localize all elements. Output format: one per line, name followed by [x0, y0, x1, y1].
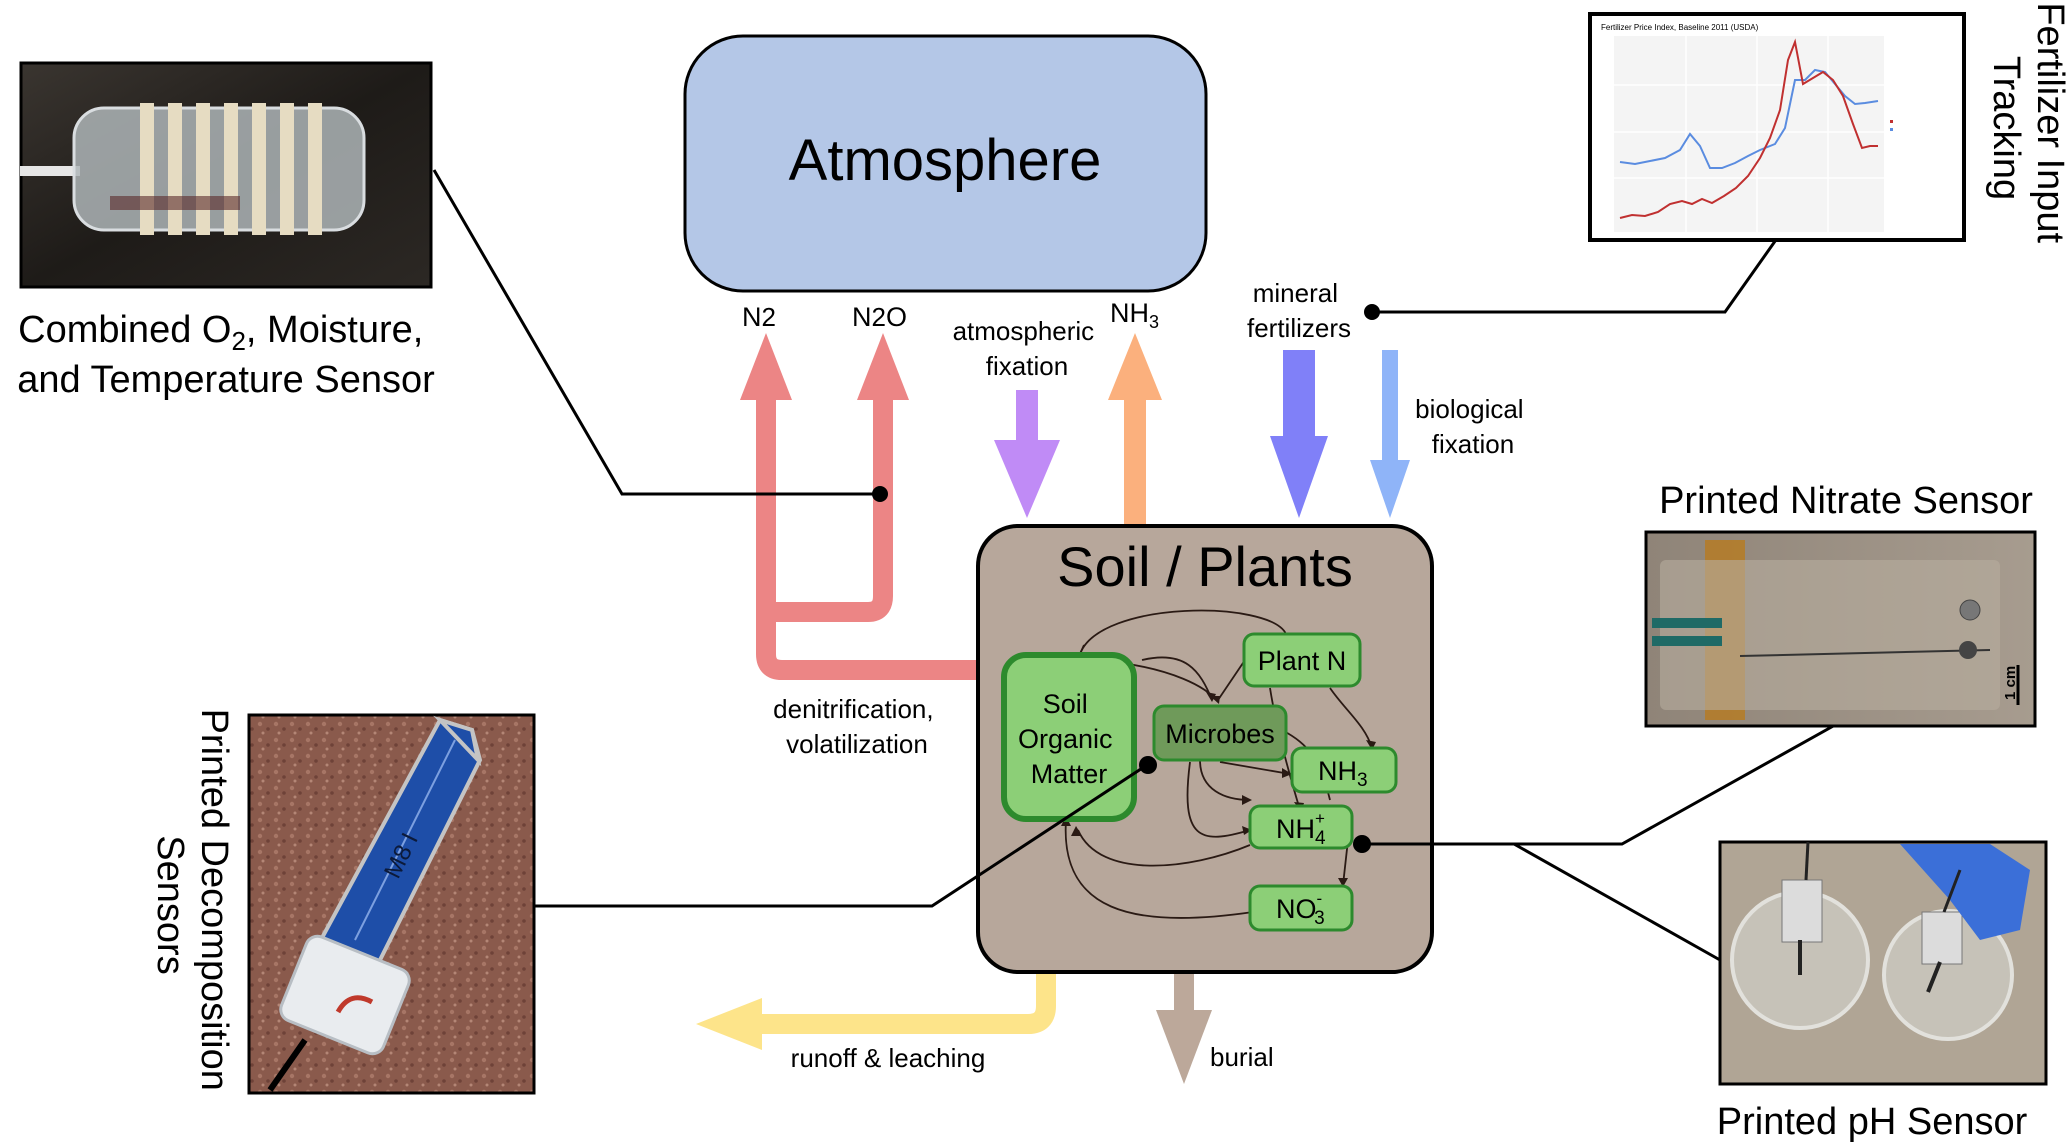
runoff-label: runoff & leaching — [791, 1043, 986, 1073]
connector-dot-nh4 — [1353, 835, 1371, 853]
burial-arrow-shaft — [1174, 970, 1194, 1012]
node-plant-n — [1242, 632, 1362, 688]
biological-fixation-shaft — [1382, 350, 1398, 462]
nh3-volatilization-arrowhead — [1108, 333, 1162, 400]
n2o-arrowhead — [857, 333, 909, 400]
fertilizer-tracking-label: Fertilizer Input Tracking — [1985, 2, 2071, 253]
biological-fixation-arrowhead — [1370, 460, 1410, 518]
atmosphere-box — [683, 34, 1208, 293]
fertilizer-chart-title: Fertilizer Price Index, Baseline 2011 (U… — [1601, 23, 1759, 32]
ph-sensor-photo — [1718, 840, 2048, 1086]
sensor-connectors — [432, 169, 1845, 962]
combined-sensor-photo — [19, 61, 433, 289]
node-soil-organic-matter — [1001, 652, 1137, 822]
soil-plants-label: Soil / Plants — [1057, 535, 1353, 598]
mineral-fertilizers-label: mineral fertilizers — [1247, 278, 1351, 343]
mineral-fertilizers-arrowhead — [1270, 436, 1328, 518]
connector-dot-microbes — [1139, 756, 1157, 774]
node-nh4 — [1248, 804, 1354, 850]
node-microbes — [1152, 704, 1288, 762]
node-no3 — [1248, 884, 1354, 932]
denitrification-arrows — [756, 385, 978, 680]
nitrate-scale-label: 1 cm — [2002, 666, 2019, 700]
denitrification-label: denitrification, volatilization — [773, 694, 941, 759]
runoff-arrowhead — [696, 998, 762, 1050]
n2-arrowhead — [740, 333, 792, 400]
decomposition-sensor-label: Printed Decomposition Sensors — [149, 709, 235, 1102]
atmospheric-fixation-arrowhead — [994, 440, 1060, 518]
node-soil-organic-matter-label: Soil Organic Matter — [1018, 689, 1120, 789]
decomposition-sensor-photo: M8 I — [247, 713, 536, 1095]
nh3-gas-label: NH3 — [1110, 298, 1159, 332]
combined-sensor-label: Combined O2, Moisture, and Temperature S… — [17, 309, 435, 401]
connector-dot-fertilizers — [1364, 304, 1380, 320]
node-nh3-label: NH3 — [1318, 756, 1368, 791]
biological-fixation-label: biological fixation — [1415, 394, 1531, 459]
ph-sensor-label: Printed pH Sensor — [1717, 1101, 2028, 1143]
node-no3-label: NO-3 — [1276, 889, 1325, 929]
node-plant-n-label: Plant N — [1258, 646, 1347, 676]
atmospheric-fixation-label: atmospheric fixation — [953, 316, 1102, 381]
burial-label: burial — [1210, 1042, 1274, 1072]
nitrate-sensor-label: Printed Nitrate Sensor — [1659, 480, 2033, 522]
mineral-fertilizers-shaft — [1283, 350, 1315, 440]
n2-label: N2 — [742, 302, 776, 332]
atmospheric-fixation-shaft — [1016, 390, 1038, 442]
n2o-label: N2O — [852, 302, 907, 332]
nitrate-sensor-photo: 1 cm — [1644, 530, 2037, 728]
fertilizer-chart-photo: Fertilizer Price Index, Baseline 2011 (U… — [1588, 12, 1966, 242]
nh3-volatilization-shaft — [1124, 385, 1146, 525]
burial-arrowhead — [1156, 1010, 1212, 1084]
runoff-arrow-shaft — [760, 972, 1056, 1034]
node-nh4-label: NH+4 — [1276, 809, 1326, 849]
node-microbes-label: Microbes — [1165, 719, 1275, 749]
connector-dot-n2o — [872, 486, 888, 502]
node-nh3 — [1290, 746, 1398, 794]
atmosphere-label: Atmosphere — [789, 128, 1102, 193]
